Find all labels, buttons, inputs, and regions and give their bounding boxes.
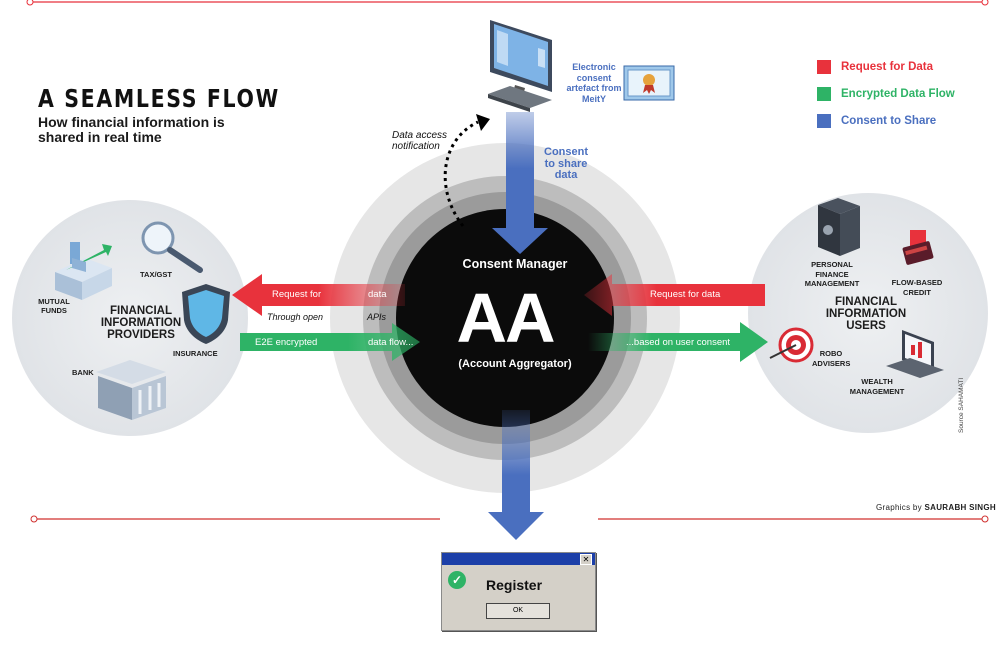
users-label: FINANCIAL INFORMATION USERS bbox=[825, 296, 907, 332]
credit-name: SAURABH SINGH bbox=[924, 503, 996, 512]
robo-advisers-label: ROBO ADVISERS bbox=[812, 349, 851, 368]
account-aggregator-label: (Account Aggregator) bbox=[458, 358, 572, 370]
wealth-management-label: WEALTH MANAGEMENT bbox=[849, 377, 905, 396]
ok-button[interactable]: OK bbox=[486, 603, 550, 619]
legend-item-request: Request for Data bbox=[817, 53, 955, 80]
tax-gst-label: TAX/GST bbox=[140, 270, 172, 279]
apis-label: APIs bbox=[367, 312, 387, 322]
legend: Request for Data Encrypted Data Flow Con… bbox=[817, 53, 955, 134]
request-arrow-left-text2: data bbox=[368, 289, 387, 300]
consent-data-arrow-right bbox=[588, 322, 768, 362]
providers-label: FINANCIAL INFORMATION PROVIDERS bbox=[100, 305, 182, 341]
notification-arrow bbox=[443, 120, 479, 227]
legend-item-consent: Consent to Share bbox=[817, 107, 955, 134]
request-arrow-right bbox=[584, 274, 765, 316]
encrypted-arrow-left bbox=[240, 323, 420, 361]
top-rule bbox=[26, 0, 989, 6]
notification-label: Data access notification bbox=[392, 130, 448, 152]
consent-manager-label: Consent Manager bbox=[462, 257, 568, 271]
certificate-icon bbox=[623, 65, 675, 101]
bank-icon bbox=[96, 360, 166, 420]
page-title: A SEAMLESS FLOW bbox=[38, 84, 280, 113]
check-icon: ✓ bbox=[448, 571, 466, 589]
consent-arrow-right-text: ...based on user consent bbox=[626, 337, 731, 348]
consent-arrow bbox=[492, 112, 548, 254]
page-subtitle: How financial information is shared in r… bbox=[38, 114, 225, 145]
register-arrow bbox=[488, 410, 544, 540]
bank-label: BANK bbox=[72, 368, 94, 377]
request-arrow-left bbox=[232, 274, 405, 316]
credit-card-icon bbox=[902, 230, 934, 265]
legend-label: Request for Data bbox=[841, 60, 934, 73]
insurance-shield-icon bbox=[182, 284, 230, 344]
graphics-credit: Graphics by SAURABH SINGH bbox=[876, 503, 996, 512]
dialog-close-icon[interactable]: ✕ bbox=[580, 554, 592, 565]
mutual-funds-label: MUTUAL FUNDS bbox=[38, 297, 70, 315]
laptop-icon bbox=[886, 330, 944, 378]
dialog-titlebar bbox=[442, 553, 595, 565]
legend-swatch-blue bbox=[817, 113, 831, 128]
tax-gst-icon bbox=[141, 221, 203, 273]
artefact-label: Electronic consent artefact from MeitY bbox=[566, 62, 622, 104]
legend-swatch-red bbox=[817, 59, 831, 74]
legend-item-encrypted: Encrypted Data Flow bbox=[817, 80, 955, 107]
aa-label: AA bbox=[456, 279, 555, 357]
request-arrow-left-text1: Request for bbox=[272, 289, 322, 300]
legend-label: Encrypted Data Flow bbox=[841, 87, 955, 100]
dialog-title: Register bbox=[486, 577, 543, 593]
flow-based-credit-label: FLOW-BASED CREDIT bbox=[891, 278, 943, 297]
safe-icon bbox=[818, 198, 860, 256]
legend-swatch-green bbox=[817, 86, 831, 101]
register-dialog: ✕ ✓ Register OK bbox=[441, 552, 596, 631]
request-arrow-right-text: Request for data bbox=[650, 289, 721, 300]
mutual-funds-icon bbox=[55, 242, 112, 300]
aa-core-circle bbox=[396, 209, 614, 427]
through-open-label: Through open bbox=[267, 312, 324, 322]
encrypted-arrow-text1: E2E encrypted bbox=[255, 337, 318, 348]
encrypted-arrow-text2: data flow... bbox=[368, 337, 414, 348]
legend-label: Consent to Share bbox=[841, 114, 937, 127]
consent-to-share-label: Consent to share data bbox=[544, 146, 588, 181]
target-icon bbox=[769, 327, 814, 363]
source-label: Source SAHAMATI bbox=[958, 377, 965, 433]
monitor-icon bbox=[488, 20, 552, 112]
personal-finance-label: PERSONAL FINANCE MANAGEMENT bbox=[804, 260, 860, 288]
insurance-label: INSURANCE bbox=[173, 349, 218, 358]
credit-prefix: Graphics by bbox=[876, 503, 922, 512]
